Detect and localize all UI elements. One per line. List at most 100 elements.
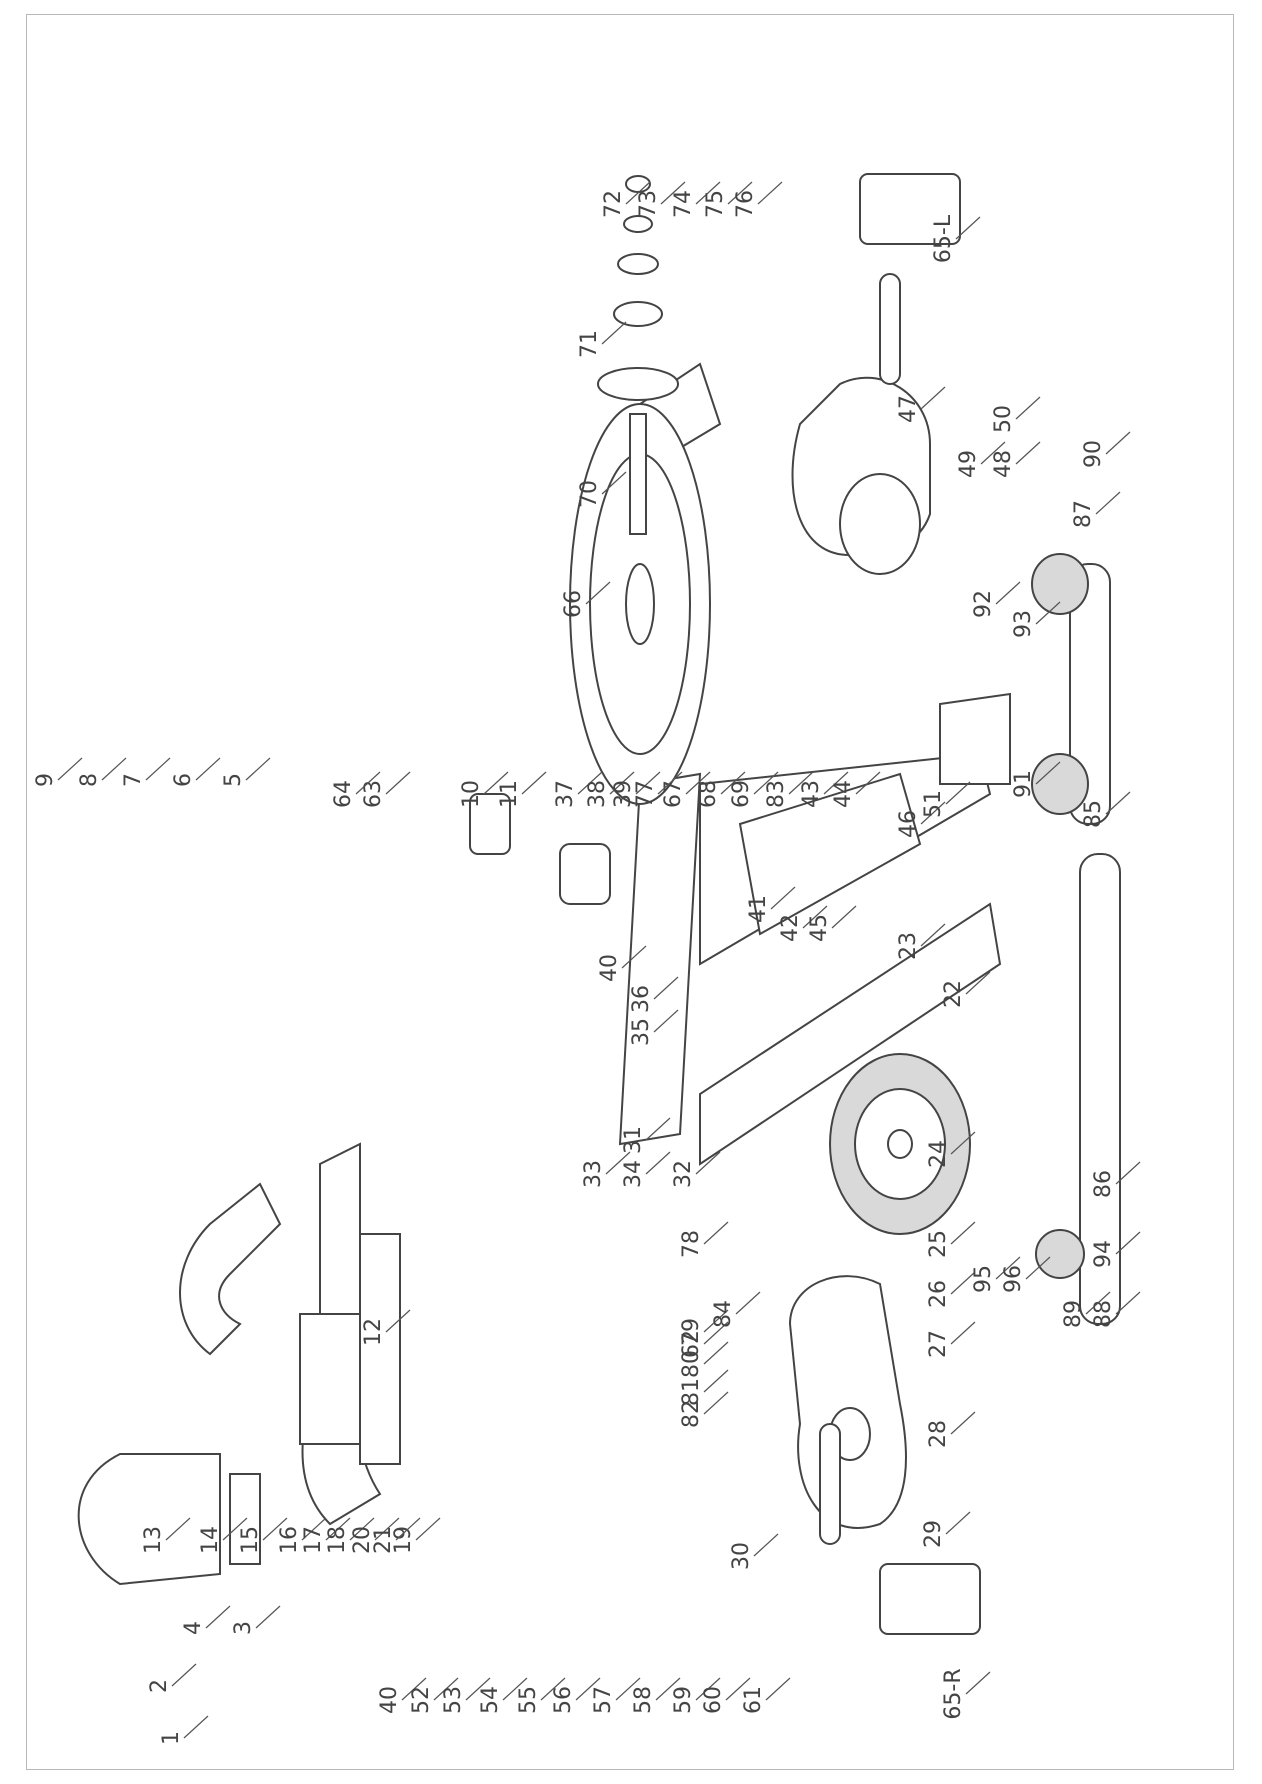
part-label-p96: 96 [1001, 1265, 1026, 1293]
part-label-p31: 31 [621, 1126, 646, 1154]
leader-line-p37 [577, 771, 603, 795]
frame-rear-foot [939, 692, 1011, 785]
part-label-p69: 69 [729, 780, 754, 808]
tension-knob [469, 793, 511, 855]
leader-line-p81 [703, 1369, 729, 1393]
belt-pulley [829, 1053, 971, 1235]
leader-line-p36 [653, 976, 679, 1000]
part-label-p27: 27 [926, 1330, 951, 1358]
leader-line-p91 [1035, 761, 1061, 785]
leader-line-p59 [695, 1677, 721, 1701]
part-label-p73: 73 [636, 190, 661, 218]
part-label-p71: 71 [577, 330, 602, 358]
leader-line-p57 [615, 1677, 641, 1701]
part-label-p17: 17 [301, 1526, 326, 1554]
part-label-p9: 9 [33, 773, 58, 787]
part-label-p62: 62 [679, 1330, 704, 1358]
part-label-p40b: 40 [597, 954, 622, 982]
part-label-p48: 48 [991, 450, 1016, 478]
leader-line-p95 [995, 1256, 1021, 1280]
part-label-p6: 6 [171, 773, 196, 787]
part-label-p10: 10 [459, 780, 484, 808]
part-label-p44: 44 [831, 780, 856, 808]
leader-line-p33 [605, 1151, 631, 1175]
part-label-p94: 94 [1091, 1240, 1116, 1268]
leader-line-p77 [657, 771, 683, 795]
part-label-p87: 87 [1071, 500, 1096, 528]
leader-line-p43 [823, 771, 849, 795]
leader-line-p15 [262, 1517, 288, 1541]
leader-line-p40a [401, 1677, 427, 1701]
frame-seat-tube [699, 902, 1002, 1166]
leader-line-p29 [945, 1511, 971, 1535]
frame-top-tube [618, 772, 702, 1146]
part-label-p40a: 40 [377, 1686, 402, 1714]
leader-line-p75 [727, 181, 753, 205]
part-label-p77: 77 [633, 780, 658, 808]
leader-line-p45 [831, 905, 857, 929]
part-label-p78: 78 [679, 1230, 704, 1258]
seat-cushion [77, 1453, 221, 1586]
leader-line-p70 [601, 471, 627, 495]
leader-line-p86 [1115, 1161, 1141, 1185]
leader-line-p25 [950, 1221, 976, 1245]
leader-line-p73 [660, 181, 686, 205]
part-label-p50: 50 [991, 405, 1016, 433]
crank-arm-left [879, 273, 901, 385]
leader-line-p80 [703, 1341, 729, 1365]
axle-stack [597, 175, 679, 535]
leader-line-p39 [635, 771, 661, 795]
part-label-p57: 57 [591, 1686, 616, 1714]
leader-line-p87 [1095, 491, 1121, 515]
leader-line-p65R [965, 1671, 991, 1695]
leader-line-p19 [415, 1517, 441, 1541]
part-label-p65R: 65-R [941, 1668, 966, 1719]
part-label-p43: 43 [799, 780, 824, 808]
leader-line-p17 [325, 1517, 351, 1541]
part-label-p41: 41 [746, 895, 771, 923]
leader-line-p21 [395, 1517, 421, 1541]
leader-line-p18 [349, 1517, 375, 1541]
part-label-p91: 91 [1011, 770, 1036, 798]
leader-line-p89 [1085, 1291, 1111, 1315]
part-label-p4: 4 [181, 1621, 206, 1635]
left-cover [791, 376, 931, 575]
leader-line-p22 [965, 971, 991, 995]
leader-line-p35 [653, 1009, 679, 1033]
part-label-p12: 12 [361, 1318, 386, 1346]
part-label-p28: 28 [926, 1420, 951, 1448]
stabilizers [1031, 553, 1121, 1325]
leader-line-p93 [1035, 601, 1061, 625]
part-label-p63: 63 [361, 780, 386, 808]
leader-line-p8 [101, 757, 127, 781]
leader-line-p53 [465, 1677, 491, 1701]
part-label-p20: 20 [350, 1526, 375, 1554]
right-cover [788, 1275, 907, 1529]
leader-line-p14 [222, 1517, 248, 1541]
leader-line-p4 [205, 1605, 231, 1629]
leader-line-p46 [920, 801, 946, 825]
part-label-p2: 2 [147, 1679, 172, 1693]
part-label-p45: 45 [807, 914, 832, 942]
leader-line-p62 [703, 1321, 729, 1345]
part-label-p93: 93 [1011, 610, 1036, 638]
part-label-p1: 1 [159, 1731, 184, 1745]
seat-assembly [77, 1233, 401, 1586]
leader-line-p63 [385, 771, 411, 795]
part-label-p67: 67 [661, 780, 686, 808]
part-label-p64: 64 [331, 780, 356, 808]
leader-line-p64 [355, 771, 381, 795]
part-label-p49: 49 [956, 450, 981, 478]
leader-line-p54 [502, 1677, 528, 1701]
part-label-p90: 90 [1081, 440, 1106, 468]
leader-line-p34 [645, 1151, 671, 1175]
leader-line-p38 [609, 771, 635, 795]
leader-line-p90 [1105, 431, 1131, 455]
leader-line-p66 [585, 581, 611, 605]
part-label-p46: 46 [896, 810, 921, 838]
part-label-p74: 74 [671, 190, 696, 218]
leader-line-p32 [695, 1151, 721, 1175]
part-label-p95: 95 [971, 1265, 996, 1293]
leader-line-p10 [483, 771, 509, 795]
part-label-p19: 19 [391, 1526, 416, 1554]
